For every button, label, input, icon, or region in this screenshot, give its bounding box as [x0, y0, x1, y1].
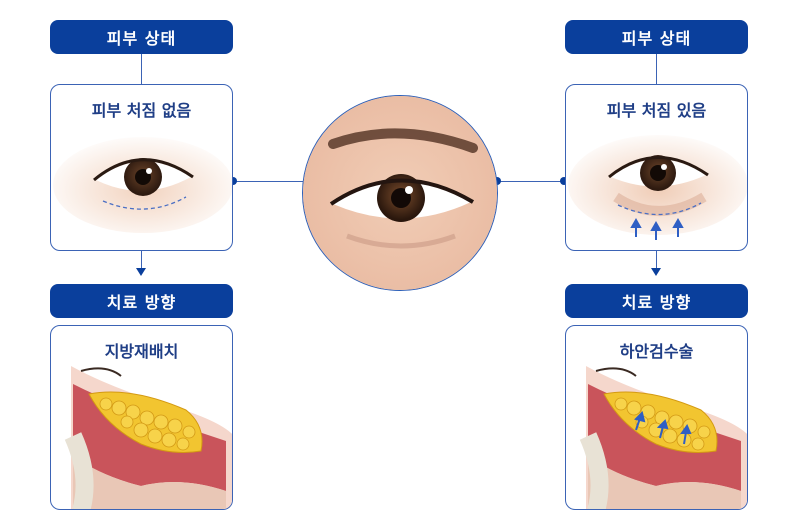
- right-treatment-card: 하안검수술: [565, 325, 748, 510]
- left-status-title: 피부 처짐 없음: [91, 101, 192, 120]
- left-status-label: 피부 상태: [50, 20, 233, 54]
- fat-repositioning-illustration: [64, 366, 232, 509]
- right-arrow-down-icon: [651, 268, 661, 276]
- left-connector-bottom: [141, 251, 142, 269]
- right-horizontal-connector: [497, 181, 564, 182]
- eye-sagging-illustration: [568, 135, 747, 240]
- right-connector-bottom: [656, 251, 657, 269]
- left-treatment-title: 지방재배치: [104, 342, 179, 361]
- left-status-card: 피부 처짐 없음: [50, 84, 233, 251]
- right-treatment-label: 치료 방향: [565, 284, 748, 318]
- eye-normal-illustration: [53, 137, 232, 233]
- right-treatment-title: 하안검수술: [619, 342, 694, 361]
- left-treatment-label: 치료 방향: [50, 284, 233, 318]
- left-treatment-card: 지방재배치: [50, 325, 233, 510]
- left-connector-dot: [229, 177, 237, 185]
- left-arrow-down-icon: [136, 268, 146, 276]
- center-eye-illustration: [303, 96, 497, 290]
- left-connector-top: [141, 54, 142, 84]
- left-horizontal-connector: [233, 181, 303, 182]
- right-status-label: 피부 상태: [565, 20, 748, 54]
- right-status-card: 피부 처짐 있음: [565, 84, 748, 251]
- center-eye-circle: [302, 95, 498, 291]
- right-connector-dot-outer: [560, 177, 568, 185]
- right-status-title: 피부 처짐 있음: [606, 101, 707, 120]
- right-connector-top: [656, 54, 657, 84]
- lower-blepharoplasty-illustration: [579, 366, 747, 509]
